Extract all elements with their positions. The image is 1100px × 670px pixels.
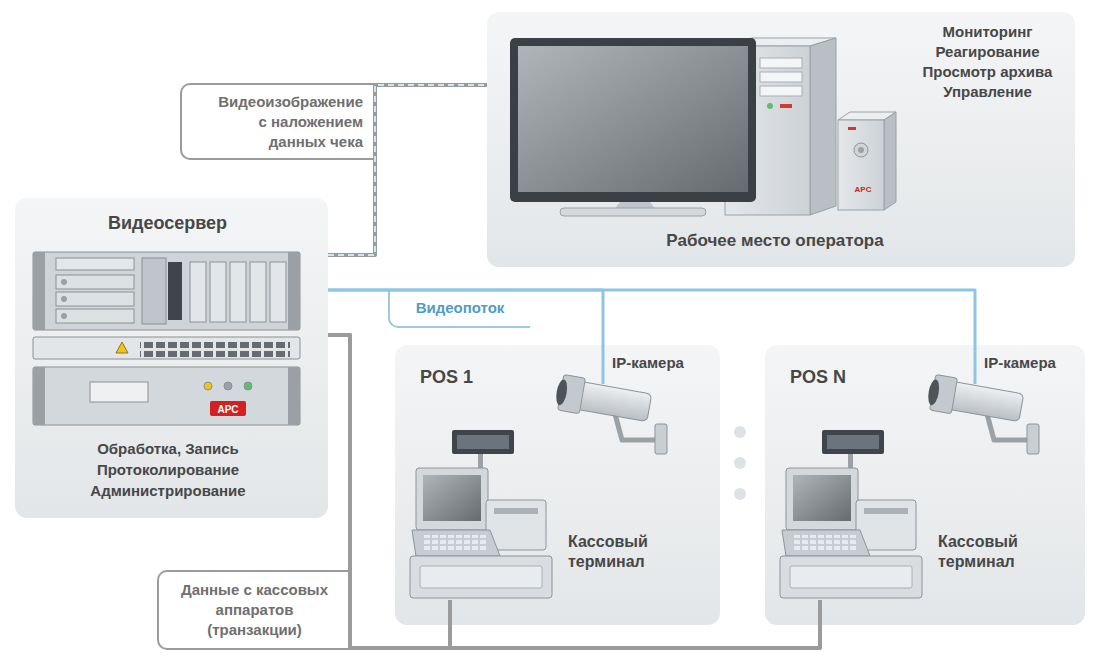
- text-holder: APC: [210, 403, 246, 416]
- server-figure-part: [61, 313, 67, 319]
- text-holder: IP-камера: [984, 354, 1079, 372]
- text-holder: Видеосервер: [15, 212, 320, 234]
- server-figure-part: [56, 292, 134, 306]
- server-figure-part: [33, 252, 300, 330]
- text-holder: Обработка, Запись Протоколирование Админ…: [68, 438, 268, 501]
- panel-title: Рабочее место оператора: [560, 230, 990, 252]
- server-figure-part: [288, 367, 300, 425]
- server-figure-part: [140, 340, 290, 357]
- brand-logo: APC: [210, 403, 246, 416]
- server-figure-part: [61, 296, 67, 302]
- text-holder: Мониторинг Реагирование Просмотр архива …: [905, 22, 1070, 102]
- workstation-figure-part: [760, 72, 802, 82]
- ellipsis-dots-part: [734, 426, 746, 438]
- server-figure-part: [230, 262, 246, 322]
- workstation-figure-part: [810, 38, 836, 215]
- device-label: IP-камера: [984, 354, 1079, 372]
- server-figure-part: [56, 258, 134, 270]
- text-holder: IP-камера: [612, 354, 712, 372]
- link-label: Данные с кассовых аппаратов (транзакции): [172, 580, 337, 640]
- ellipsis-dots-part: [734, 457, 746, 469]
- text-holder: Кассовый терминал: [938, 532, 1038, 572]
- server-figure-part: [33, 367, 45, 425]
- server-figure-part: [190, 262, 206, 322]
- server-figure-part: [224, 382, 232, 390]
- brand-logo: APC: [843, 184, 883, 195]
- ellipsis-dots-part: [734, 488, 746, 500]
- server-figure-part: [56, 309, 134, 323]
- workstation-figure-part: [884, 112, 896, 210]
- panel-title: POS N: [790, 366, 910, 388]
- ellipsis-dots: [734, 426, 746, 500]
- link-label: Видеопоток: [390, 298, 530, 318]
- panel-title: POS 1: [420, 366, 540, 388]
- connector: [328, 335, 820, 648]
- workstation-figure-part: [518, 46, 748, 192]
- server-figure-part: [210, 262, 226, 322]
- server-figure-part: [33, 337, 300, 359]
- text-holder: Рабочее место оператора: [560, 230, 990, 252]
- function-list: Мониторинг Реагирование Просмотр архива …: [905, 22, 1070, 102]
- text-holder: Кассовый терминал: [568, 532, 668, 572]
- server-figure-part: [270, 262, 286, 322]
- server-figure-part: [33, 252, 45, 330]
- server-figure-part: [288, 252, 300, 330]
- device-label: IP-камера: [612, 354, 712, 372]
- workstation-figure-part: [760, 86, 802, 96]
- server-figure-part: [204, 382, 212, 390]
- text-holder: APC: [843, 184, 883, 195]
- workstation-figure-part: [767, 103, 773, 109]
- workstation-figure-part: [838, 120, 884, 210]
- link-label-box: Видеопоток: [388, 290, 530, 328]
- server-figure-part: [56, 275, 134, 289]
- panel-title: Видеосервер: [15, 212, 320, 234]
- workstation-figure-part: [760, 58, 802, 68]
- device-label: Кассовый терминал: [938, 532, 1038, 572]
- workstation-figure-part: [858, 147, 864, 153]
- server-figure-part: [90, 382, 148, 402]
- device-label: Кассовый терминал: [568, 532, 668, 572]
- workstation-figure-part: [854, 143, 868, 157]
- workstation-figure-part: [848, 127, 856, 130]
- server-figure-part: [142, 258, 166, 324]
- link-label: Видеоизображение с наложением данных чек…: [213, 92, 363, 152]
- server-figure-part: [210, 401, 246, 416]
- function-list: Обработка, Запись Протоколирование Админ…: [68, 438, 268, 501]
- workstation-figure-part: [510, 38, 756, 202]
- link-label-box: Видеоизображение с наложением данных чек…: [180, 83, 375, 160]
- server-figure-part: [244, 382, 252, 390]
- server-figure-part: [168, 262, 182, 320]
- server-figure-part: [250, 262, 266, 322]
- connector-line: [328, 335, 820, 648]
- server-figure: [33, 252, 300, 425]
- text-holder: POS N: [790, 366, 910, 388]
- server-figure-part: [116, 342, 128, 353]
- server-figure-part: [33, 367, 300, 425]
- server-figure-part: [61, 279, 67, 285]
- workstation-figure-part: [780, 104, 792, 108]
- workstation-figure-part: [560, 208, 706, 216]
- text-holder: POS 1: [420, 366, 540, 388]
- link-label-box: Данные с кассовых аппаратов (транзакции): [157, 570, 350, 650]
